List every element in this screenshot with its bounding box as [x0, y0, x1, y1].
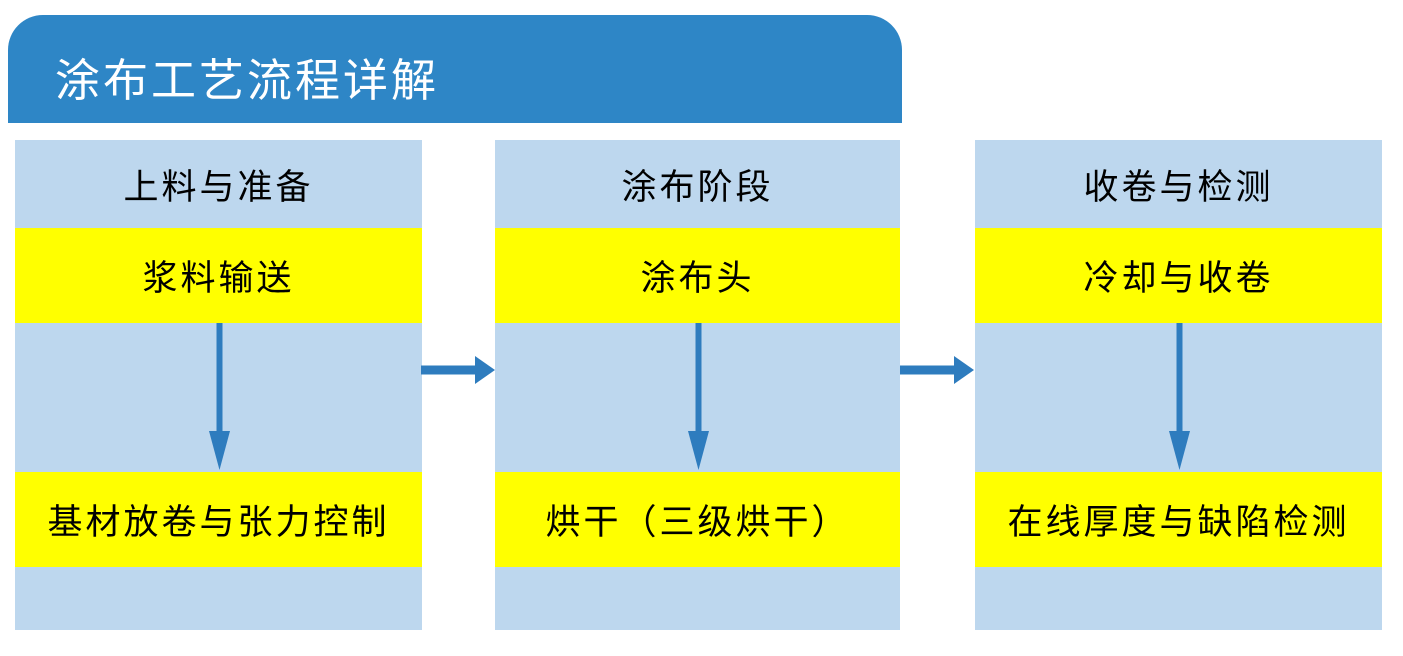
- stage-column-winding: 收卷与检测 冷却与收卷 在线厚度与缺陷检测: [975, 140, 1382, 630]
- stage-column-loading: 上料与准备 浆料输送 基材放卷与张力控制: [15, 140, 422, 630]
- stage-header: 上料与准备: [123, 167, 314, 207]
- stage-footer: [15, 567, 422, 630]
- title-banner: 涂布工艺流程详解: [8, 15, 902, 123]
- stage-column-coating: 涂布阶段 涂布头 烘干（三级烘干）: [495, 140, 900, 630]
- right-arrow-icon: [421, 356, 495, 384]
- down-arrow-icon: [687, 323, 709, 470]
- page-title: 涂布工艺流程详解: [55, 54, 440, 106]
- down-arrow-icon: [208, 323, 230, 470]
- step-box: 在线厚度与缺陷检测: [975, 472, 1382, 567]
- stage-footer: [495, 567, 900, 630]
- step-box: 冷却与收卷: [975, 228, 1382, 323]
- step-box: 涂布头: [495, 228, 900, 323]
- stage-header: 收卷与检测: [1083, 167, 1274, 207]
- stage-footer: [975, 567, 1382, 630]
- stage-middle: [975, 323, 1382, 472]
- down-arrow-icon: [1168, 323, 1190, 470]
- step-box: 烘干（三级烘干）: [495, 472, 900, 567]
- step-box: 浆料输送: [15, 228, 422, 323]
- stage-middle: [495, 323, 900, 472]
- stage-middle: [15, 323, 422, 472]
- stage-header: 涂布阶段: [621, 167, 774, 207]
- right-arrow-icon: [900, 356, 974, 384]
- step-box: 基材放卷与张力控制: [15, 472, 422, 567]
